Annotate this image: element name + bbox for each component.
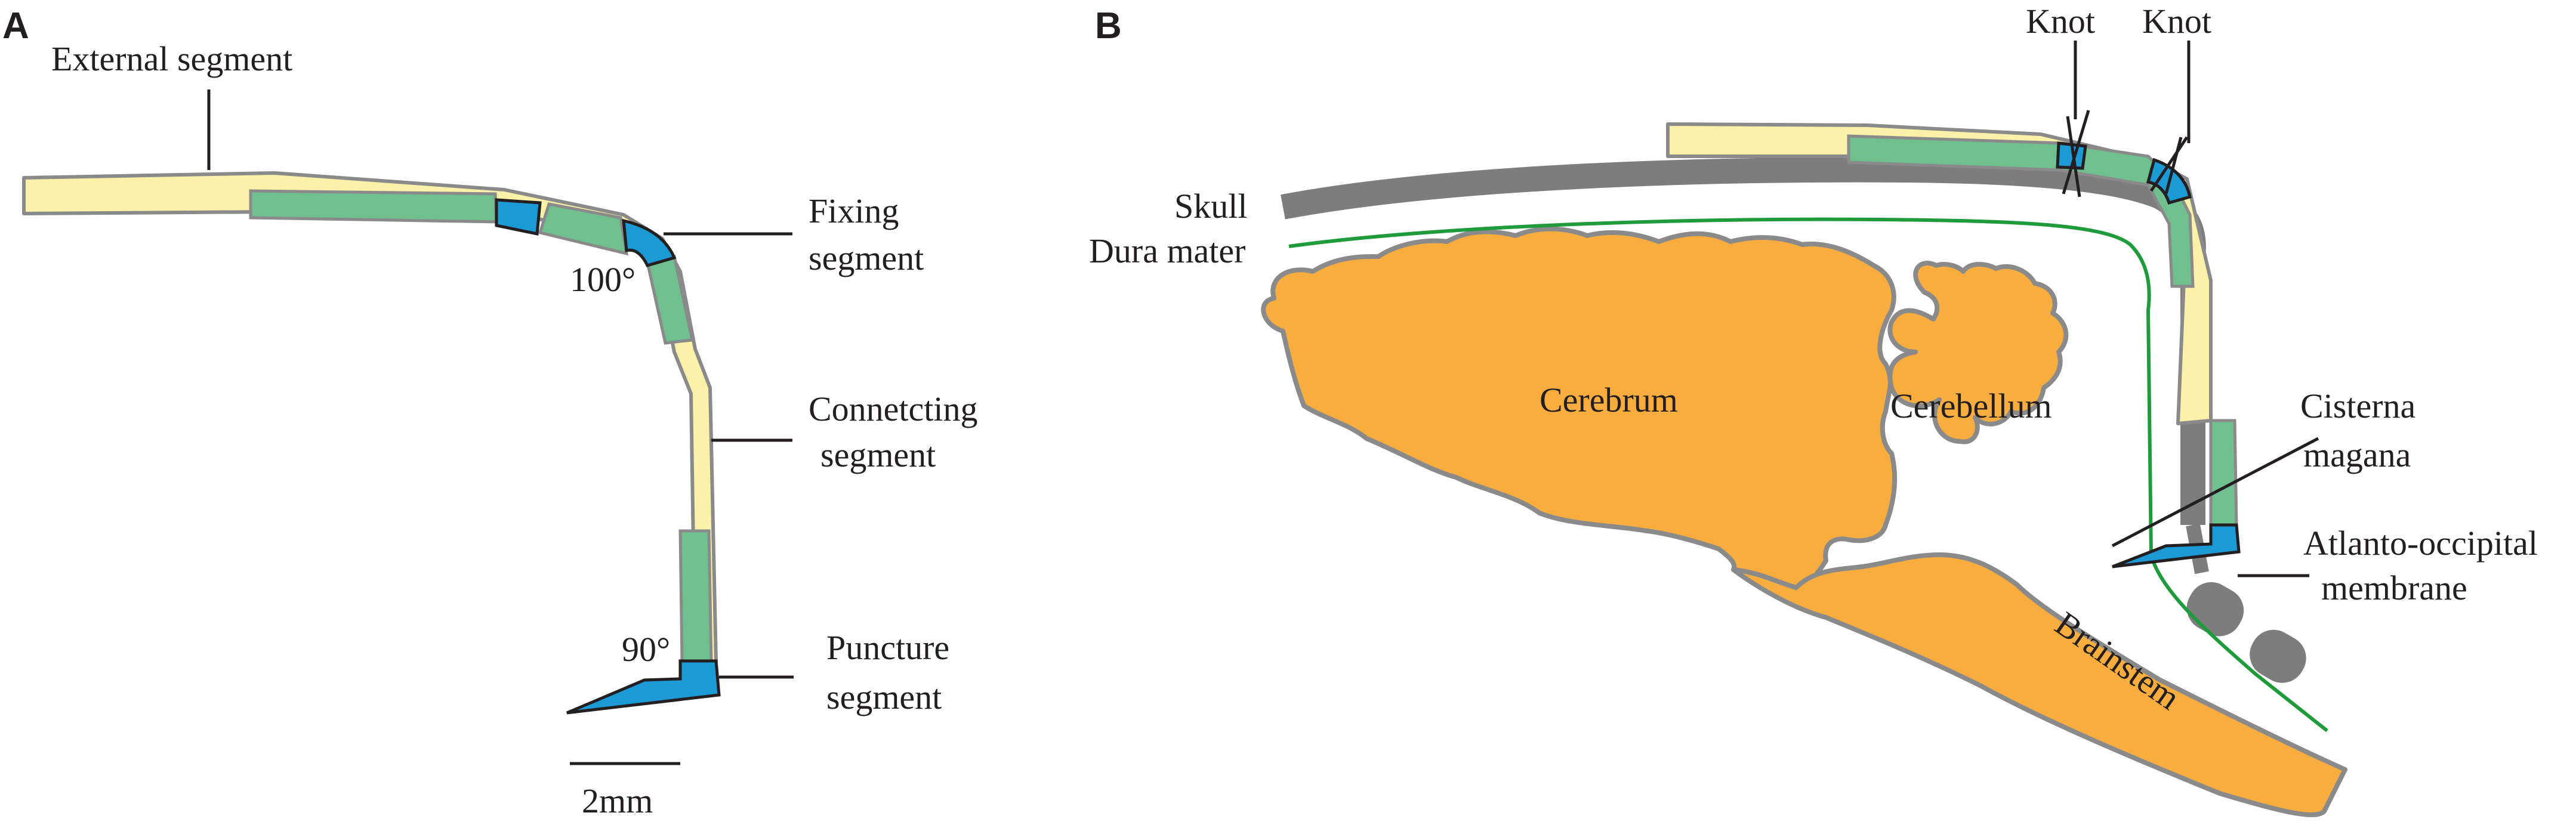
label-membrane-2: membrane [2321, 568, 2467, 607]
cerebrum-shape [1261, 226, 1898, 590]
panel-a: A External segment Fixing segment Connet… [2, 5, 978, 820]
label-cerebrum: Cerebrum [1540, 381, 1678, 419]
panel-a-letter: A [2, 5, 29, 47]
leader-cisterna [2111, 437, 2319, 548]
label-fixing-2: segment [809, 239, 924, 277]
label-puncture-2: segment [826, 678, 942, 716]
angle-label-bottom: 90° [622, 630, 670, 669]
angle-label-top: 100° [570, 260, 635, 299]
label-cisterna-1: Cisterna [2300, 387, 2415, 425]
label-knot-2: Knot [2142, 2, 2211, 41]
label-external-segment: External segment [51, 39, 292, 78]
inner-tube-fixing-a [538, 202, 629, 256]
inner-tube-b [1847, 134, 2195, 288]
puncture-segment-b [2112, 523, 2241, 568]
label-dura-mater: Dura mater [1089, 231, 1245, 270]
scale-bar-label: 2mm [582, 781, 653, 820]
label-connecting-2: segment [820, 435, 936, 474]
panel-b-letter: B [1095, 5, 1122, 47]
inner-tube-external-a [249, 189, 498, 224]
label-knot-1: Knot [2026, 2, 2095, 41]
fixing-bend-a [622, 218, 677, 267]
inner-tube-b-lower [2209, 419, 2238, 527]
fixing-segment-a [495, 198, 542, 236]
label-membrane-1: Atlanto-occipital [2303, 524, 2538, 563]
puncture-segment-a [566, 659, 721, 715]
dura-mater-line [1288, 217, 2328, 733]
label-cisterna-2: magana [2303, 435, 2411, 474]
label-puncture-1: Puncture [826, 628, 949, 667]
label-fixing-1: Fixing [809, 191, 899, 230]
brainstem-shape [1731, 552, 2347, 817]
label-connecting-1: Connetcting [809, 390, 978, 428]
label-cerebellum: Cerebellum [1890, 387, 2052, 425]
label-skull: Skull [1174, 187, 1248, 225]
vertebra-1 [2186, 582, 2244, 636]
inner-tube-lower-a [678, 529, 713, 664]
knot-1-mark [2062, 110, 2090, 197]
panel-b: B Knot Knot [1089, 2, 2538, 817]
cerebellum-shape [1887, 261, 2069, 444]
vertebra-2 [2250, 629, 2306, 683]
knot-2-mark [2149, 136, 2189, 194]
